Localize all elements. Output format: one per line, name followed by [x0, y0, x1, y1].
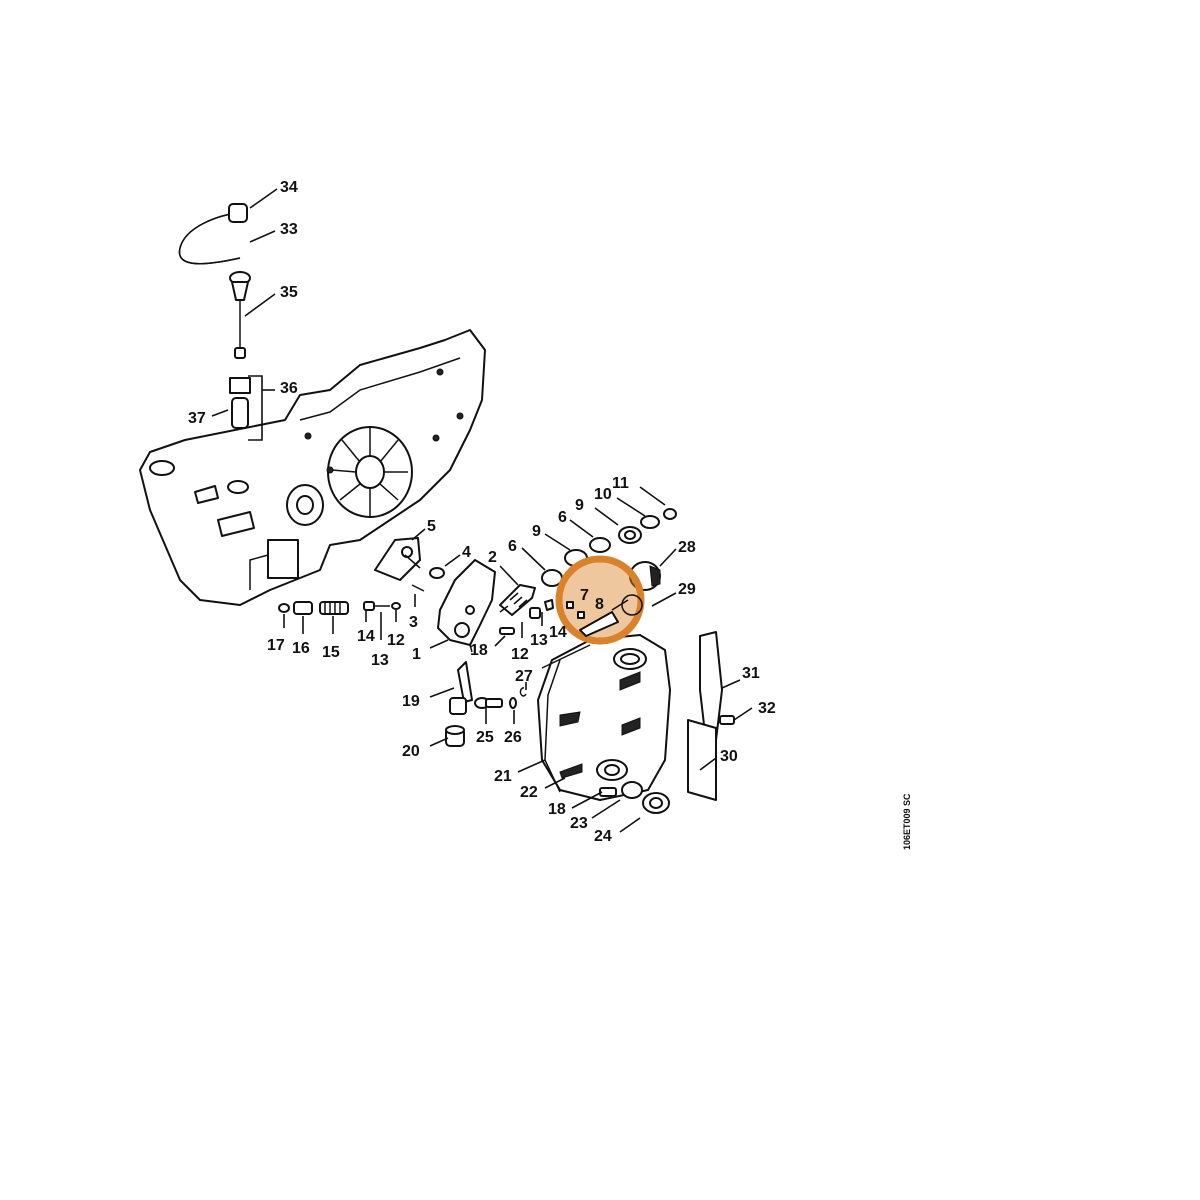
part-label-13a: 13 [371, 652, 389, 669]
part-label-1: 1 [412, 646, 421, 663]
part-label-28: 28 [678, 539, 696, 556]
part-label-23: 23 [570, 815, 588, 832]
leader-lines [211, 188, 753, 833]
screw-and-rings [474, 687, 527, 709]
worm-gear [499, 584, 554, 619]
fuel-hose-assembly [178, 203, 251, 359]
pump-small-parts [278, 601, 401, 615]
sprocket-cover [537, 634, 671, 801]
part-label-33: 33 [280, 221, 298, 238]
part-label-5: 5 [427, 518, 436, 535]
part-label-24: 24 [594, 828, 612, 845]
crankcase-housing [139, 329, 486, 606]
plate-and-washer [374, 537, 445, 592]
part-labels: 34 33 35 36 37 5 4 2 3 1 6 9 6 9 10 11 2… [188, 179, 776, 845]
seals-and-washers [541, 508, 677, 587]
part-label-9b: 9 [575, 497, 584, 514]
part-label-20: 20 [402, 743, 420, 760]
part-label-36: 36 [280, 380, 298, 397]
part-label-34: 34 [280, 179, 298, 196]
part-label-14b: 14 [549, 624, 567, 641]
part-label-12b: 12 [511, 646, 529, 663]
part-label-32: 32 [758, 700, 776, 717]
part-label-37: 37 [188, 410, 206, 427]
part-label-6b: 6 [558, 509, 567, 526]
part-label-15: 15 [322, 644, 340, 661]
part-label-16: 16 [292, 640, 310, 657]
part-label-18a: 18 [470, 642, 488, 659]
part-label-9a: 9 [532, 523, 541, 540]
part-label-11: 11 [612, 475, 629, 492]
oil-pump [437, 559, 496, 653]
part-label-22: 22 [520, 784, 538, 801]
drawing-code: 106ET009 SC [902, 793, 912, 850]
part-label-17: 17 [267, 637, 285, 654]
part-label-29: 29 [678, 581, 696, 598]
part-label-35: 35 [280, 284, 298, 301]
cover-bolts [499, 627, 670, 814]
part-label-21: 21 [494, 768, 512, 785]
part-label-26: 26 [504, 729, 522, 746]
part-label-18b: 18 [548, 801, 566, 818]
part-label-8: 8 [595, 596, 604, 613]
part-label-31: 31 [742, 665, 760, 682]
chain-guard-plates [687, 631, 735, 801]
part-label-2: 2 [488, 549, 497, 566]
part-label-27: 27 [515, 668, 533, 685]
part-label-30: 30 [720, 748, 738, 765]
part-label-13b: 13 [530, 632, 548, 649]
part-label-25: 25 [476, 729, 494, 746]
highlight-region [555, 555, 645, 645]
part-label-6a: 6 [508, 538, 517, 555]
part-label-7: 7 [580, 587, 589, 604]
part-label-10: 10 [594, 486, 612, 503]
part-drawings [139, 203, 735, 814]
oil-line [445, 661, 473, 747]
part-label-14a: 14 [357, 628, 375, 645]
part-label-12a: 12 [387, 632, 405, 649]
part-label-4: 4 [462, 544, 471, 561]
part-label-3: 3 [409, 614, 418, 631]
part-label-19: 19 [402, 693, 420, 710]
